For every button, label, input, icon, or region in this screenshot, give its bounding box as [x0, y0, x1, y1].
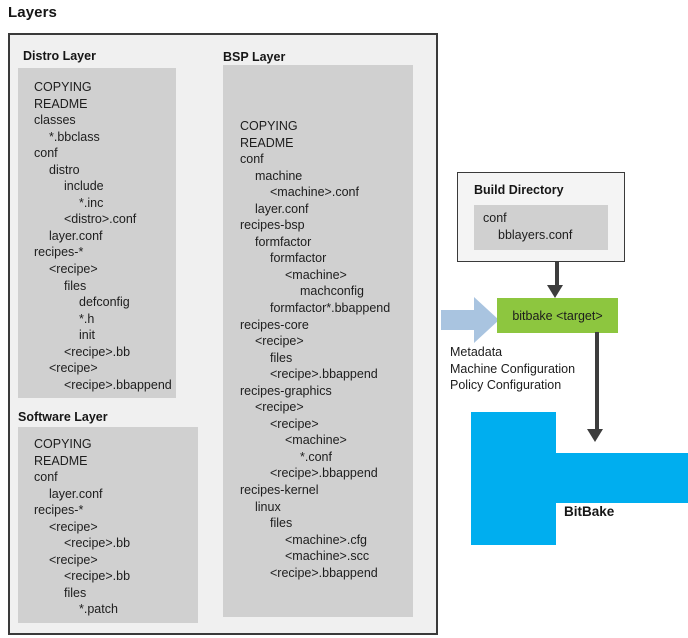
arrow-bitbake-to-engine-head-icon [587, 429, 603, 442]
build-directory-title: Build Directory [474, 183, 564, 197]
metadata-caption-line-3: Policy Configuration [450, 378, 562, 392]
bitbake-engine-arm [552, 453, 688, 503]
tree-item: <recipe>.bbappend [64, 377, 172, 392]
tree-item: *.conf [300, 449, 332, 464]
tree-item: recipes-* [34, 245, 84, 260]
tree-item: classes [34, 113, 76, 128]
tree-item: recipes-graphics [240, 383, 332, 398]
bsp-layer-heading: BSP Layer [223, 50, 286, 64]
tree-item: <recipe> [49, 262, 98, 277]
tree-item: files [64, 278, 87, 293]
tree-item: <recipe> [49, 361, 98, 376]
tree-item: COPYING [34, 437, 92, 451]
tree-item: init [79, 328, 95, 343]
tree-item: recipes-bsp [240, 218, 305, 233]
metadata-input-arrow-icon [441, 297, 499, 343]
tree-item: <machine> [285, 267, 347, 282]
tree-item: <machine> [285, 433, 347, 448]
page-title: Layers [8, 4, 57, 21]
tree-item: formfactor*.bbappend [270, 301, 391, 316]
metadata-caption-line-1: Metadata [450, 345, 503, 359]
tree-item: layer.conf [49, 228, 103, 243]
tree-item: <recipe>.bbappend [270, 367, 378, 382]
tree-item: *.patch [79, 602, 118, 617]
tree-item: <recipe>.bb [64, 344, 131, 359]
bitbake-engine-label: BitBake [564, 504, 615, 519]
tree-item: files [64, 585, 87, 600]
build-directory-box: Build Directory conf bblayers.conf [457, 172, 625, 262]
arrow-builddir-to-bitbake-stem [555, 262, 559, 286]
tree-item: <machine>.cfg [285, 532, 367, 547]
tree-item: formfactor [255, 234, 312, 249]
tree-item: formfactor [270, 251, 327, 266]
tree-item: *.inc [79, 195, 104, 210]
tree-item: *.bbclass [49, 129, 100, 144]
tree-item: conf [240, 152, 264, 167]
tree-item: <recipe>.bbappend [270, 466, 378, 481]
tree-item: README [240, 135, 294, 150]
tree-item: README [34, 96, 88, 111]
tree-item: linux [255, 499, 281, 514]
arrow-builddir-to-bitbake-head-icon [547, 285, 563, 298]
tree-item: README [34, 453, 88, 468]
tree-item: conf [483, 211, 507, 225]
tree-item: COPYING [240, 119, 298, 133]
tree-item: <machine>.conf [270, 185, 359, 200]
tree-item: <machine>.scc [285, 549, 370, 564]
metadata-caption-line-2: Machine Configuration [450, 361, 576, 376]
tree-item: conf [34, 146, 58, 161]
tree-item: COPYING [34, 80, 92, 94]
bitbake-engine-block [471, 412, 556, 545]
distro-layer-heading: Distro Layer [23, 49, 96, 63]
tree-item: files [270, 516, 293, 531]
tree-item: <recipe> [255, 334, 304, 349]
tree-item: defconfig [79, 295, 130, 310]
bitbake-command-label: bitbake <target> [512, 308, 603, 323]
tree-item: conf [34, 470, 58, 485]
tree-item: layer.conf [255, 201, 309, 216]
build-directory-file-tree: conf bblayers.conf [474, 205, 608, 243]
bitbake-command-box: bitbake <target> [497, 298, 618, 333]
tree-item: files [270, 350, 293, 365]
arrow-bitbake-to-engine-stem [595, 332, 599, 430]
tree-item: machine [255, 168, 303, 183]
tree-item: recipes-kernel [240, 483, 319, 498]
tree-item: <recipe>.bb [64, 536, 131, 551]
software-layer-heading: Software Layer [18, 410, 108, 424]
tree-item: include [64, 179, 104, 194]
build-directory-tree-panel: conf bblayers.conf [474, 205, 608, 250]
tree-item: recipes-* [34, 503, 84, 518]
tree-item: layer.conf [49, 486, 103, 501]
tree-item: *.h [79, 311, 95, 326]
tree-item: distro [49, 162, 80, 177]
tree-item: <distro>.conf [64, 212, 137, 227]
tree-item: <recipe> [49, 552, 98, 567]
tree-item: <recipe> [255, 400, 304, 415]
tree-item: <recipe>.bb [64, 569, 131, 584]
tree-item: recipes-core [240, 317, 309, 332]
tree-item: <recipe> [270, 416, 319, 431]
tree-item: machconfig [300, 284, 364, 299]
tree-item: <recipe> [49, 519, 98, 534]
metadata-caption: Metadata Machine Configuration Policy Co… [450, 344, 575, 394]
tree-item: bblayers.conf [498, 227, 573, 242]
tree-item: <recipe>.bbappend [270, 565, 378, 580]
